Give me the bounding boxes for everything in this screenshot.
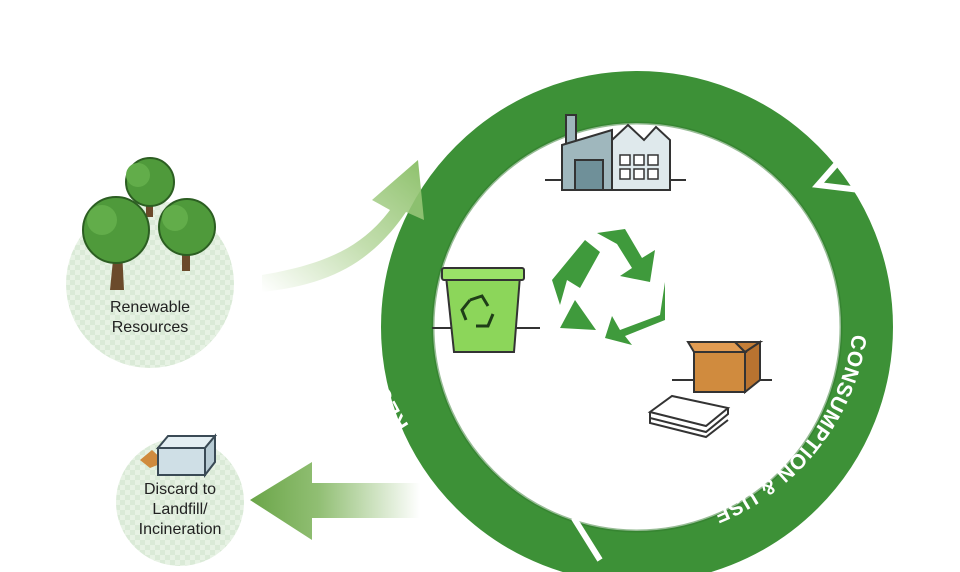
renewable-resources-label: Renewable Resources bbox=[90, 298, 210, 338]
renewable-input-arrow bbox=[262, 160, 424, 292]
recycle-symbol-icon bbox=[552, 229, 665, 345]
segment-divider bbox=[415, 118, 461, 166]
tree-icon bbox=[125, 157, 175, 217]
discard-output-arrow bbox=[250, 462, 420, 540]
renewable-resources-node bbox=[66, 157, 234, 368]
process-ring bbox=[381, 71, 893, 572]
discard-node bbox=[116, 433, 244, 566]
ring-band bbox=[381, 71, 893, 572]
tree-icon bbox=[82, 196, 150, 290]
manufacturing-label: MANUFACTURING bbox=[507, 10, 703, 76]
discard-line1: Discard to bbox=[143, 481, 217, 498]
tree-icon bbox=[158, 198, 216, 271]
open-box-icon bbox=[140, 433, 218, 478]
discard-line3: Incineration bbox=[138, 521, 222, 538]
segment-divider bbox=[811, 158, 861, 193]
renewable-line2: Resources bbox=[111, 319, 189, 336]
cardboard-box-icon bbox=[672, 340, 772, 395]
renewable-line1: Renewable bbox=[109, 299, 191, 316]
discard-label: Discard to Landfill/ Incineration bbox=[118, 480, 242, 540]
discard-line2: Landfill/ bbox=[152, 501, 208, 518]
paper-stack-icon bbox=[647, 394, 731, 439]
segment-divider bbox=[571, 476, 613, 562]
node-circle bbox=[116, 438, 244, 566]
recycle-bin-icon bbox=[432, 267, 540, 353]
factory-icon bbox=[545, 114, 686, 191]
